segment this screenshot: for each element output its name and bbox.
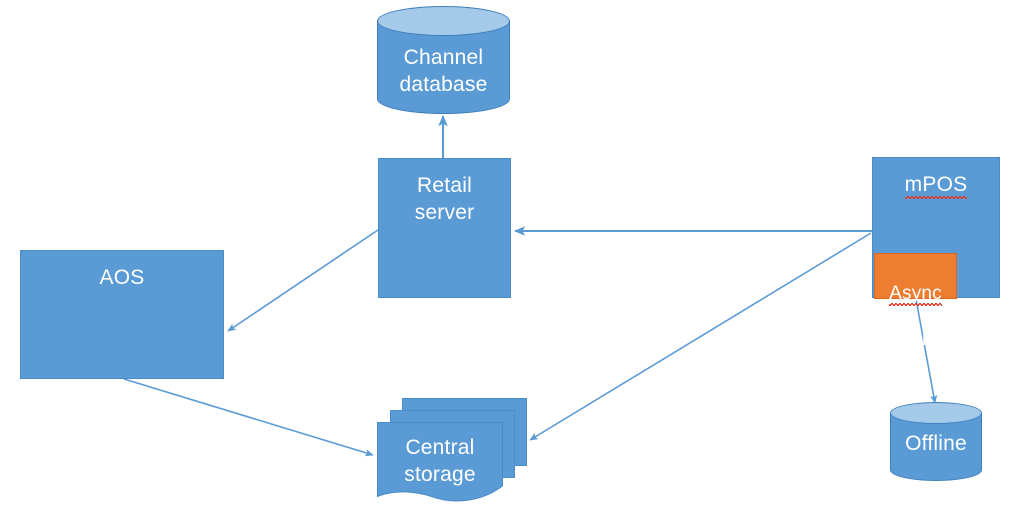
node-central-storage[interactable]: Central storage (377, 398, 527, 506)
node-aos[interactable]: AOS (20, 250, 224, 379)
cylinder-top-ellipse-offline (890, 402, 982, 424)
node-label-aos: AOS (99, 266, 145, 289)
node-async-client[interactable]: Async client (874, 253, 957, 350)
stack-sheet-front (377, 422, 503, 502)
connector-mpos-to-central-storage (529, 232, 872, 441)
node-offline[interactable]: Offline (890, 402, 982, 481)
spellcheck-underline-async: Async (889, 283, 942, 306)
node-label-retail-server: Retail server (414, 174, 475, 224)
cylinder-top-ellipse (377, 6, 510, 36)
node-label-async-client-line2: client (892, 329, 939, 350)
node-label-async-client: Async client (875, 259, 956, 351)
node-label-channel-database: Channel database (399, 46, 488, 96)
connector-aos-to-central-storage (123, 378, 374, 457)
node-retail-server[interactable]: Retail server (378, 158, 511, 298)
spellcheck-underline-mpos: mPOS (904, 173, 968, 199)
connector-retail-server-to-aos (227, 229, 379, 332)
node-label-offline: Offline (905, 432, 967, 455)
node-label-central-storage: Central storage (404, 436, 476, 486)
node-label-mpos: mPOS (873, 171, 999, 199)
node-channel-database[interactable]: Channel database (377, 6, 510, 114)
